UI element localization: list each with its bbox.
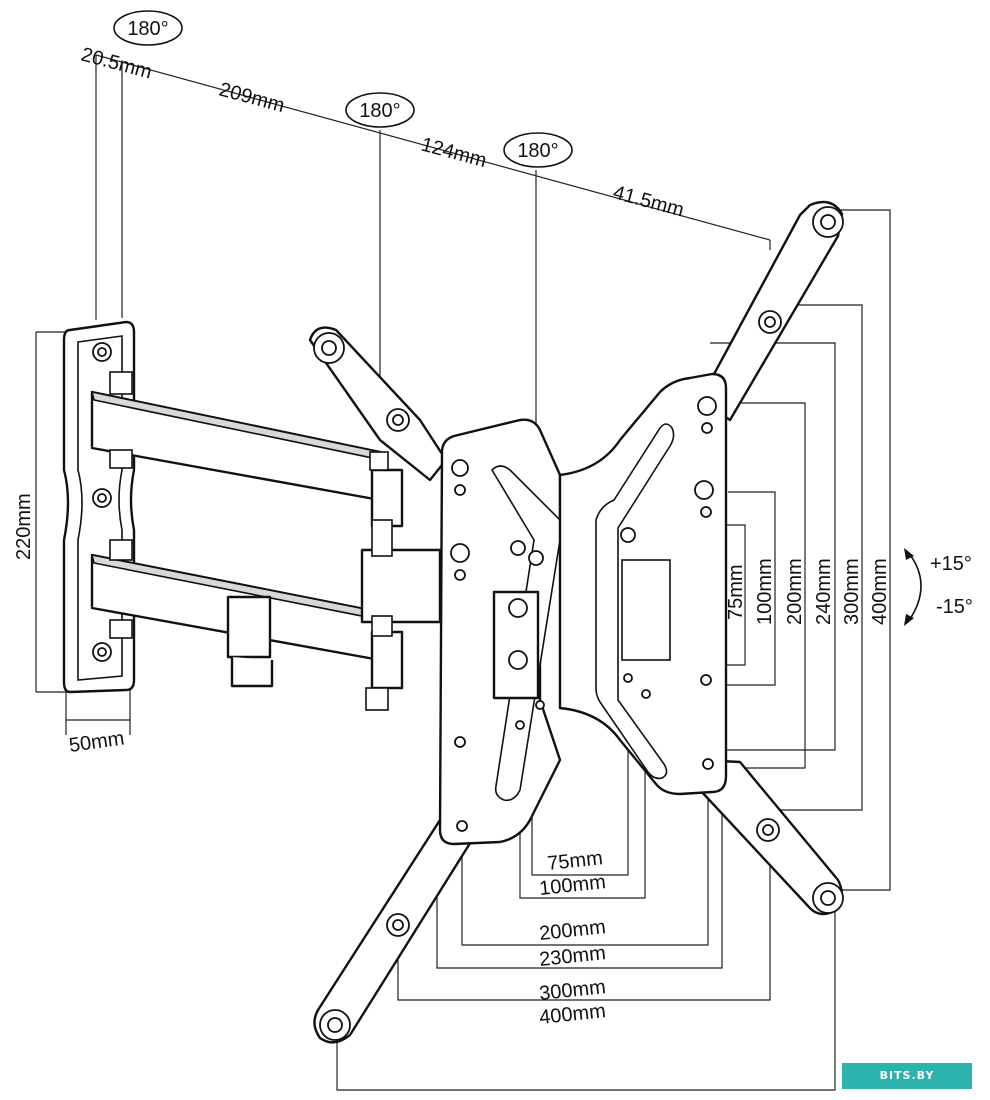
rotation-indicator-right: 180° [503,132,573,168]
wall-plate-height-label: 220mm [13,493,35,560]
right-vesa-plate [558,372,728,796]
tilt-indicator: +15° -15° [904,548,973,626]
wall-plate-dimension-lines [35,331,131,735]
rotation-indicator-middle: 180° [345,92,415,128]
swivel-joint [360,519,442,637]
vertical-vesa-label-2: 200mm [784,558,806,625]
vertical-vesa-label-4: 300mm [841,558,863,625]
vertical-vesa-label-0: 75mm [725,564,747,620]
rotation-label-top: 180° [127,18,168,40]
horizontal-vesa-label-5: 400mm [538,1000,607,1029]
rotation-indicator-top: 180° [113,10,183,46]
tilt-down-label: -15° [936,596,973,618]
depth-dimension-lines [95,54,771,440]
horizontal-vesa-label-0: 75mm [546,847,604,875]
extension-bar-top-left [308,326,448,482]
vertical-vesa-label-3: 240mm [813,558,835,625]
upper-arm [90,371,404,528]
depth-label-3: 124mm [419,134,489,173]
lower-arm [90,539,404,711]
watermark-logo: BITS.BY [842,1063,972,1089]
left-vesa-plate [438,418,562,846]
depth-label-4: 41.5mm [611,182,686,222]
depth-label-1: 20.5mm [79,44,154,84]
depth-label-2: 209mm [217,79,287,118]
extension-bar-top-right [698,200,844,422]
rotation-label-right: 180° [517,140,558,162]
extension-bar-bottom-right [698,758,844,916]
tilt-up-label: +15° [930,553,972,575]
vertical-vesa-label-5: 400mm [869,558,891,625]
extension-bar-bottom-left [313,818,474,1044]
wall-plate-width-label: 50mm [68,727,126,757]
vertical-vesa-label-1: 100mm [754,558,776,625]
vertical-vesa-dimension-lines [710,209,891,891]
horizontal-vesa-label-3: 230mm [538,942,607,971]
rotation-label-middle: 180° [359,100,400,122]
horizontal-vesa-label-2: 200mm [538,916,607,945]
